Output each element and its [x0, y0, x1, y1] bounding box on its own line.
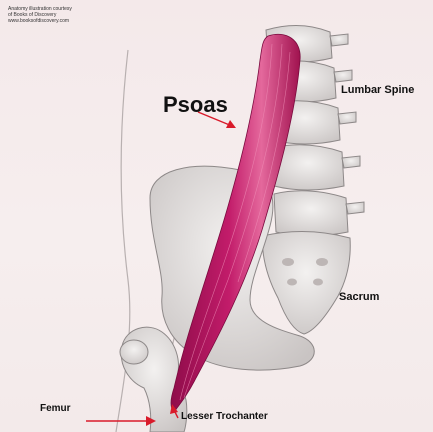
femoral-head	[120, 340, 148, 364]
credit-line-3: www.booksofdiscovery.com	[8, 18, 72, 24]
lumbar-spine-label: Lumbar Spine	[341, 84, 414, 96]
psoas-label: Psoas	[163, 92, 228, 118]
illustration-credit: Anatomy illustration courtesy of Books o…	[8, 6, 72, 24]
lesser-trochanter-label: Lesser Trochanter	[181, 411, 268, 422]
sacrum-label: Sacrum	[339, 291, 379, 303]
femur-label: Femur	[40, 403, 71, 414]
sacrum	[262, 231, 350, 334]
